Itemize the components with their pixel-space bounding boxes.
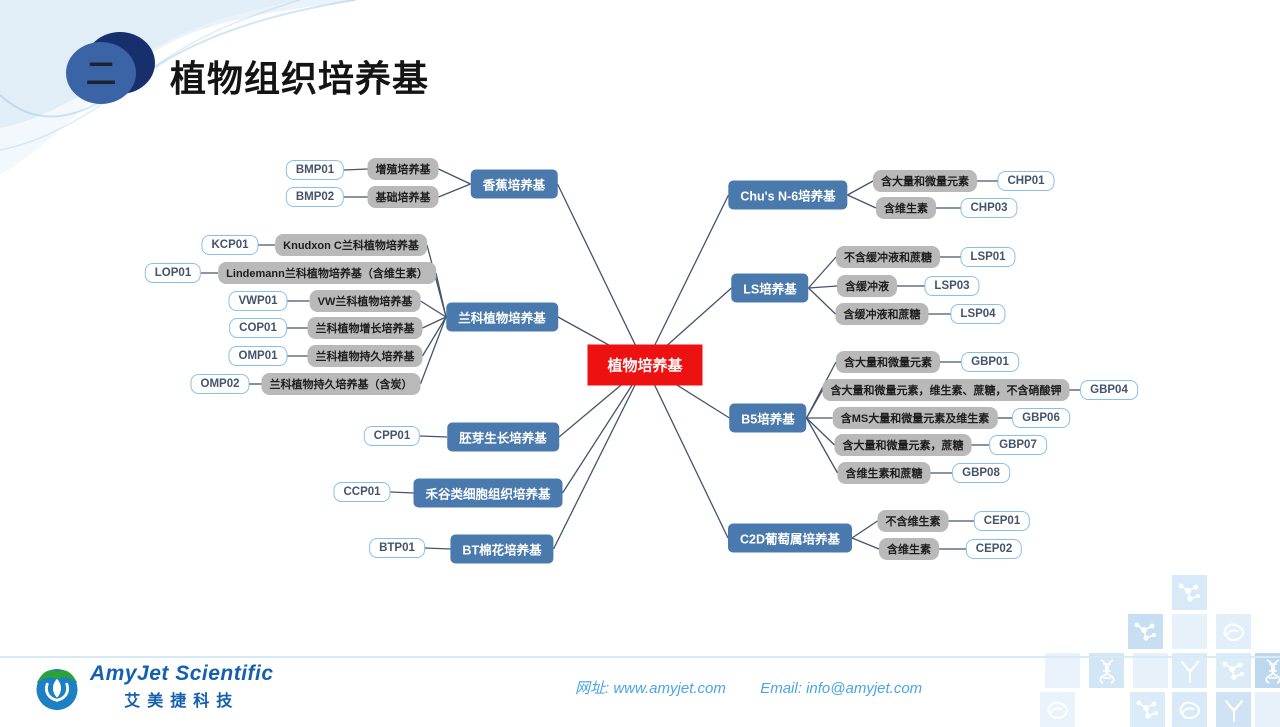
- leaf-label: 含维生素: [879, 538, 939, 560]
- leaf-code: GBP07: [989, 435, 1047, 455]
- leaf-code: LSP03: [924, 276, 980, 296]
- leaf-code: CHP03: [960, 198, 1018, 218]
- leaf-code: BTP01: [369, 538, 425, 558]
- company-logo: AmyJet Scientific 艾美捷科技: [32, 660, 274, 712]
- leaf-code: OMP02: [190, 374, 250, 394]
- decorative-tile: [1133, 653, 1168, 688]
- branch-node: Chu's N-6培养基: [728, 180, 848, 210]
- leaf-code: BMP01: [285, 160, 345, 180]
- leaf-code: GBP06: [1012, 408, 1070, 428]
- logo-name-en: AmyJet Scientific: [90, 661, 274, 685]
- decorative-tile: [1045, 653, 1080, 688]
- molecule-tile-icon: [1172, 575, 1207, 610]
- leaf-label: 含MS大量和微量元素及维生素: [832, 407, 998, 429]
- leaf-code: GBP04: [1080, 380, 1138, 400]
- leaf-code: BMP02: [285, 187, 345, 207]
- cylinder-front: [66, 42, 136, 104]
- leaf-code: LSP01: [960, 247, 1016, 267]
- leaf-label: 含缓冲液: [837, 275, 897, 297]
- leaf-label: 不含维生素: [877, 510, 949, 532]
- dna-tile-icon: [1255, 653, 1280, 688]
- branch-node: 兰科植物培养基: [446, 302, 558, 332]
- molecule-tile-icon: [1128, 614, 1163, 649]
- leaf-label: 增殖培养基: [367, 158, 439, 180]
- antibody-tile-icon: [1172, 653, 1207, 688]
- leaf-code: KCP01: [201, 235, 259, 255]
- leaf-label: VW兰科植物培养基: [309, 290, 421, 312]
- leaf-code: CEP01: [973, 511, 1031, 531]
- footer-divider: [0, 656, 1280, 658]
- leaf-label: 基础培养基: [367, 186, 439, 208]
- leaf-code: COP01: [229, 318, 287, 338]
- branch-node: C2D葡萄属培养基: [727, 523, 853, 553]
- website-label: 网址:: [575, 680, 610, 697]
- branch-node: LS培养基: [731, 273, 809, 303]
- leaf-code: LSP04: [950, 304, 1006, 324]
- leaf-label: 含缓冲液和蔗糖: [835, 303, 929, 325]
- section-number-badge: 二: [66, 32, 155, 104]
- leaf-code: GBP08: [952, 463, 1010, 483]
- center-node: 植物培养基: [587, 344, 703, 386]
- leaf-code: CPP01: [363, 426, 421, 446]
- section-number: 二: [86, 58, 116, 91]
- leaf-label: 兰科植物增长培养基: [307, 317, 423, 339]
- protein-tile-icon: [1216, 614, 1251, 649]
- molecule-tile-icon: [1216, 653, 1251, 688]
- logo-name-cn: 艾美捷科技: [124, 692, 240, 710]
- leaf-label: 兰科植物持久培养基（含炭）: [261, 373, 421, 395]
- leaf-label: 含大量和微量元素，蔗糖: [834, 434, 972, 456]
- decorative-tile: [1172, 614, 1207, 649]
- leaf-label: 含大量和微量元素: [873, 170, 977, 192]
- leaf-label: 含维生素和蔗糖: [837, 462, 931, 484]
- branch-node: 胚芽生长培养基: [447, 422, 559, 452]
- leaf-label: Knudxon C兰科植物培养基: [275, 234, 427, 256]
- leaf-label: 含维生素: [876, 197, 936, 219]
- leaf-label: 兰科植物持久培养基: [307, 345, 423, 367]
- dna-tile-icon: [1089, 653, 1124, 688]
- leaf-label: 含大量和微量元素，维生素、蔗糖，不含硝酸钾: [822, 379, 1070, 401]
- leaf-code: CEP02: [965, 539, 1023, 559]
- email-label: Email:: [760, 680, 802, 697]
- page-title: 植物组织培养基: [170, 58, 430, 99]
- leaf-label: Lindemann兰科植物培养基（含维生素）: [218, 262, 436, 284]
- contact-info: 网址: www.amyjet.com Email: info@amyjet.co…: [575, 677, 922, 698]
- leaf-label: 含大量和微量元素: [836, 351, 940, 373]
- branch-node: 香蕉培养基: [470, 169, 558, 199]
- leaf-label: 不含缓冲液和蔗糖: [836, 246, 940, 268]
- leaf-code: CCP01: [333, 482, 391, 502]
- leaf-code: GBP01: [961, 352, 1019, 372]
- leaf-code: CHP01: [997, 171, 1055, 191]
- leaf-code: OMP01: [228, 346, 288, 366]
- website-url: www.amyjet.com: [613, 680, 726, 697]
- email-address: info@amyjet.com: [806, 680, 923, 697]
- branch-node: B5培养基: [729, 403, 807, 433]
- branch-node: BT棉花培养基: [450, 534, 554, 564]
- leaf-code: LOP01: [144, 263, 202, 283]
- company-logo-icon: [36, 669, 78, 711]
- branch-node: 禾谷类细胞组织培养基: [413, 478, 563, 508]
- leaf-code: VWP01: [228, 291, 288, 311]
